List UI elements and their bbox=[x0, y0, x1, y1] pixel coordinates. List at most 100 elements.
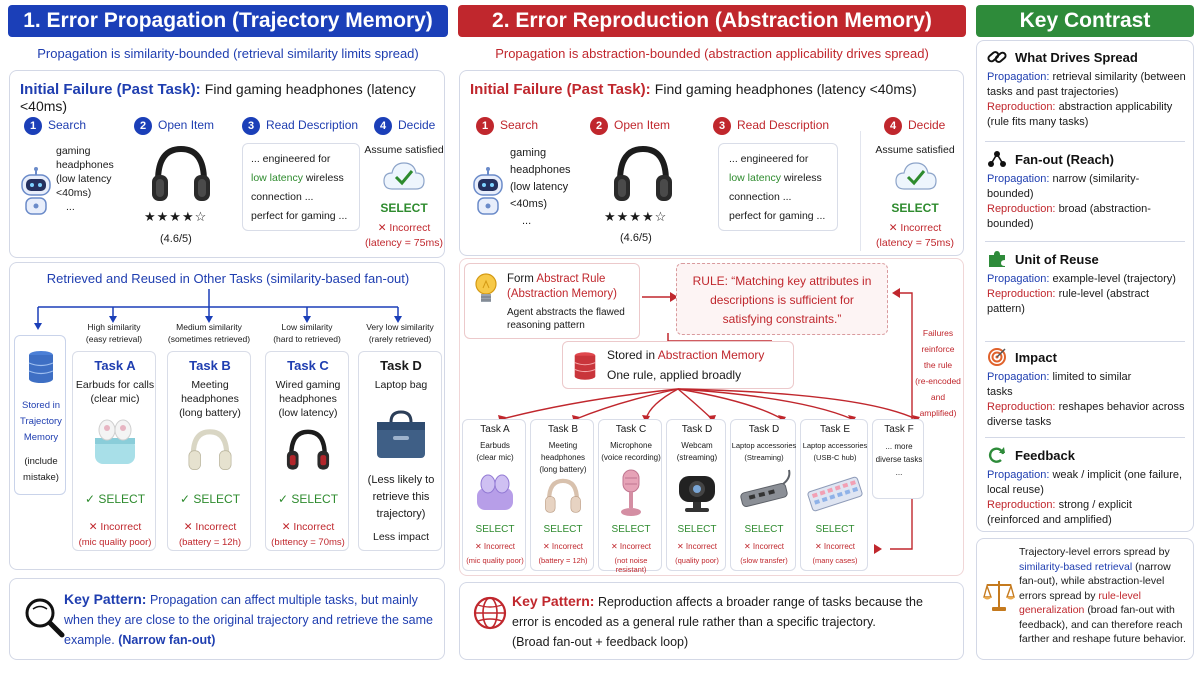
col1-initial-panel: Initial Failure (Past Task): Find gaming… bbox=[9, 70, 445, 258]
task-select: SELECT bbox=[744, 524, 784, 535]
memory-label: Stored in Trajectory Memory bbox=[15, 398, 67, 446]
database-icon bbox=[574, 352, 596, 380]
desc-line: ... engineered for bbox=[729, 153, 809, 165]
task-select: SELECT bbox=[543, 524, 583, 535]
feedback-line: Failures bbox=[922, 328, 954, 338]
summary-part: (broad fan-out with feedback), and can t… bbox=[1019, 604, 1186, 645]
task-incorrect: ✕ Incorrect bbox=[88, 521, 142, 533]
summary-part: (narrow fan-out), while abstraction-leve… bbox=[1019, 560, 1171, 602]
contrast-title: Feedback bbox=[1015, 447, 1075, 463]
task-desc: Earbuds for calls(clear mic) bbox=[73, 378, 157, 406]
form-desc-line: Agent abstracts the flawed bbox=[507, 307, 625, 318]
summary-emph-blue: similarity-based retrieval bbox=[1019, 560, 1133, 573]
lightbulb-icon bbox=[475, 273, 497, 302]
storage-title: Stored in Abstraction Memory bbox=[607, 348, 764, 362]
prop-text: example-level (trajectory) bbox=[1052, 273, 1176, 285]
abstraction-storage-box: Stored in Abstraction Memory One rule, a… bbox=[562, 341, 794, 389]
query-line: <40ms) bbox=[510, 198, 547, 210]
laptop-bag-icon bbox=[377, 410, 425, 458]
desc-line: headphones bbox=[540, 453, 586, 462]
globe-icon bbox=[473, 596, 507, 630]
desc-line: Laptop accessories bbox=[731, 441, 797, 450]
form-desc-line: reasoning pattern bbox=[507, 320, 585, 331]
memory-label-line: Memory bbox=[23, 432, 59, 443]
form-rule-desc: Agent abstracts the flawed reasoning pat… bbox=[507, 306, 625, 332]
usb-hub-icon bbox=[740, 469, 791, 508]
rule-box: RULE: “Matching key attributes in descri… bbox=[676, 263, 888, 335]
desc-line: (voice recording) bbox=[601, 453, 661, 462]
task-reason: (battery = 12h) bbox=[538, 556, 588, 565]
retrieved-title: Retrieved and Reused in Other Tasks (sim… bbox=[46, 271, 410, 286]
col2-initial-task: Find gaming headphones (latency <40ms) bbox=[654, 81, 917, 97]
task-name: Task B bbox=[547, 424, 578, 435]
divider bbox=[985, 141, 1185, 142]
col1-key-pattern: Key Pattern: Propagation can affect mult… bbox=[9, 578, 445, 660]
storage-sub: One rule, applied broadly bbox=[607, 368, 742, 382]
repr-label: Reproduction: bbox=[987, 401, 1056, 413]
repr-label: Reproduction: bbox=[987, 203, 1056, 215]
incorrect-label: Incorrect bbox=[752, 542, 785, 551]
sim-line: Very low similarity bbox=[366, 322, 434, 332]
col1-subtitle: Propagation is similarity-bounded (retri… bbox=[37, 46, 419, 61]
query-line: <40ms) bbox=[56, 187, 92, 199]
task-desc: Webcam(streaming) bbox=[667, 440, 727, 464]
desc-line: Meeting bbox=[191, 379, 229, 391]
rule-line: descriptions is sufficient for bbox=[710, 293, 854, 307]
headphones-icon bbox=[188, 429, 232, 470]
contrast-impact: Impact Propagation: limited to similar t… bbox=[977, 347, 1191, 430]
key-label: Key Pattern: bbox=[64, 591, 147, 607]
desc-line: Earbuds bbox=[480, 441, 510, 450]
decide-select: SELECT bbox=[891, 201, 939, 215]
decide-reason: (latency = 75ms) bbox=[876, 237, 954, 249]
decide-assume: Assume satisfied bbox=[875, 144, 955, 156]
contrast-fanout: Fan-out (Reach) Propagation: narrow (sim… bbox=[977, 149, 1191, 232]
summary-emph-red: rule-level generalization bbox=[1019, 589, 1141, 617]
magnifier-icon bbox=[25, 598, 65, 638]
similarity-c: Low similarity (hard to retrieved) bbox=[265, 321, 349, 345]
rating-stars: ★★★★☆ bbox=[604, 209, 668, 224]
incorrect-label: Incorrect bbox=[293, 521, 335, 533]
task-desc: Laptop accessories(Streaming) bbox=[731, 440, 797, 464]
key-text: Reproduction affects a broader range of … bbox=[512, 595, 923, 629]
sim-line: (sometimes retrieved) bbox=[167, 334, 251, 344]
contrast-what-drives: What Drives Spread Propagation: retrieva… bbox=[977, 47, 1191, 130]
database-icon bbox=[28, 351, 54, 383]
col1-header: 1. Error Propagation (Trajectory Memory) bbox=[8, 5, 448, 37]
earbuds-icon bbox=[95, 419, 135, 464]
desc-line: ... engineered for bbox=[251, 153, 331, 165]
check-icon bbox=[383, 162, 425, 190]
repr-label: Reproduction: bbox=[987, 101, 1056, 113]
task-name: Task B bbox=[189, 358, 231, 373]
feedback-note: Failures reinforce the rule (re-encoded … bbox=[912, 325, 963, 421]
sim-line: Low similarity bbox=[281, 322, 333, 332]
sim-line: (hard to retrieved) bbox=[273, 334, 341, 344]
task-reason: (mic quality poor) bbox=[78, 537, 152, 548]
key-contrast-panel: What Drives Spread Propagation: retrieva… bbox=[976, 40, 1194, 532]
col1-initial-prefix: Initial Failure (Past Task): bbox=[20, 81, 201, 98]
incorrect-label: Incorrect bbox=[823, 542, 856, 551]
task-desc: Laptop bag bbox=[374, 379, 428, 391]
select-label: SELECT bbox=[291, 492, 339, 506]
decide-reason: (latency = 75ms) bbox=[365, 237, 443, 249]
desc-line: headphones bbox=[181, 393, 239, 405]
prop-label: Propagation: bbox=[987, 371, 1050, 383]
rating-stars: ★★★★☆ bbox=[144, 209, 208, 224]
task-incorrect: ✕ Incorrect bbox=[542, 542, 584, 551]
task-desc: Laptop accessories(USB-C hub) bbox=[801, 440, 869, 464]
key-label: Key Pattern: bbox=[512, 593, 595, 609]
step-number: 1 bbox=[24, 117, 42, 135]
decide-incorrect: ✕ Incorrect bbox=[888, 222, 942, 234]
query-line: ... bbox=[522, 215, 532, 227]
desc-line: connection ... bbox=[729, 191, 792, 203]
desc-line: wireless bbox=[783, 172, 822, 184]
col2-subtitle: Propagation is abstraction-bounded (abst… bbox=[495, 46, 929, 61]
task-select: SELECT bbox=[475, 524, 515, 535]
prop-label: Propagation: bbox=[987, 173, 1050, 185]
desc-line: (clear mic) bbox=[90, 393, 140, 405]
memory-note-line: mistake) bbox=[23, 472, 59, 483]
